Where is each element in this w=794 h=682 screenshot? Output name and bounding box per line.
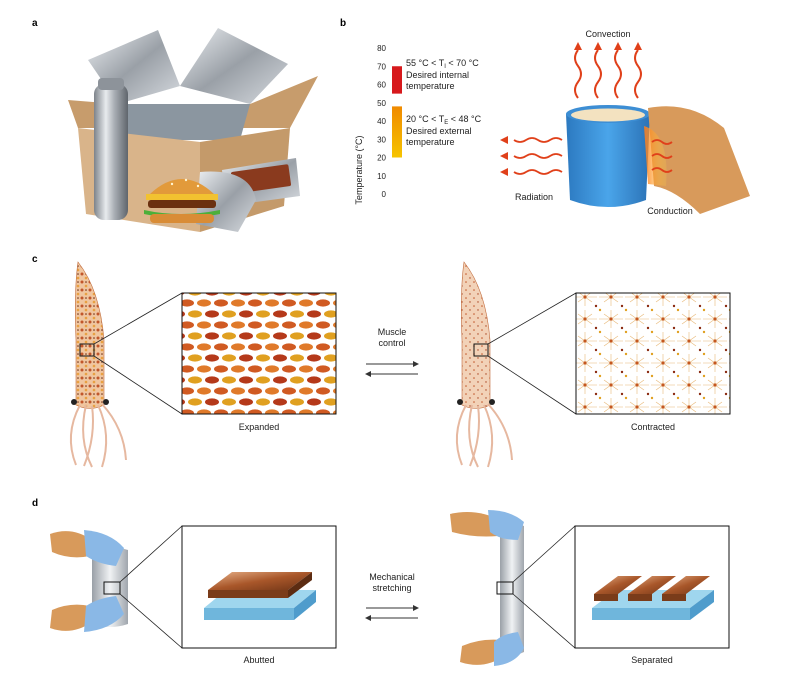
radiation-label: Radiation xyxy=(515,192,553,202)
temperature-scale: Temperature (°C) 0 10 20 30 40 50 60 70 80 55 °C… xyxy=(354,44,482,205)
temperature-tick-label: 30 xyxy=(377,135,386,144)
temperature-tick-label: 0 xyxy=(382,190,387,199)
burger-bun-top xyxy=(150,179,214,194)
mug-illustration: Convection Conduction Radiation xyxy=(500,29,750,216)
muscle-control-line2: control xyxy=(378,338,405,348)
internal-desc-line1: Desired internal xyxy=(406,70,469,80)
separated-structure xyxy=(592,576,714,620)
expanded-caption: Expanded xyxy=(239,422,280,432)
abutted-caption: Abutted xyxy=(243,655,274,665)
temperature-tick-label: 20 xyxy=(377,154,386,163)
radiation-waves xyxy=(513,137,563,175)
abutted-structure xyxy=(204,572,316,620)
mechanical-stretching-line2: stretching xyxy=(372,583,411,593)
temperature-tick-label: 80 xyxy=(377,44,386,53)
separated-caption: Separated xyxy=(631,655,673,665)
zoom-line xyxy=(119,525,183,583)
external-range-bar xyxy=(392,106,402,158)
conduction-waves xyxy=(651,139,673,173)
burger-patty xyxy=(148,200,216,208)
expanded-chromatophores-inset xyxy=(181,292,337,415)
temperature-axis-label: Temperature (°C) xyxy=(354,135,364,204)
contracted-chromatophores-inset xyxy=(575,292,731,415)
internal-range-bar xyxy=(392,66,402,94)
zoom-line xyxy=(93,292,183,345)
thermos-cap xyxy=(98,78,124,90)
internal-range-text: 55 °C < TI < 70 °C xyxy=(406,58,479,70)
muscle-control-line1: Muscle xyxy=(378,327,407,337)
squid-expanded xyxy=(69,261,127,468)
temperature-tick-label: 70 xyxy=(377,62,386,71)
panel-label-d: d xyxy=(32,498,38,509)
mechanical-stretching-line1: Mechanical xyxy=(369,572,415,582)
zoom-line xyxy=(487,355,577,415)
temperature-tick-label: 40 xyxy=(377,117,386,126)
external-desc-line1: Desired external xyxy=(406,126,472,136)
external-range-text: 20 °C < TE < 48 °C xyxy=(406,114,482,126)
burger-cheese xyxy=(146,194,218,200)
mug xyxy=(566,114,650,207)
contracted-caption: Contracted xyxy=(631,422,675,432)
device-separated xyxy=(450,510,524,666)
thermos xyxy=(94,84,128,220)
box-interior xyxy=(118,104,250,140)
conduction-label: Conduction xyxy=(647,206,693,216)
temperature-tick-label: 60 xyxy=(377,81,386,90)
temperature-ticks: 0 10 20 30 40 50 60 70 80 xyxy=(377,44,386,199)
zoom-line xyxy=(119,593,183,649)
squid-contracted xyxy=(455,261,513,468)
hand xyxy=(648,106,750,214)
panel-label-a: a xyxy=(32,18,38,29)
burger-bun-bottom xyxy=(150,214,214,223)
zoom-line xyxy=(487,292,577,345)
coffee xyxy=(571,108,645,122)
convection-waves xyxy=(574,49,642,99)
zoom-line xyxy=(512,525,576,583)
zoom-line xyxy=(512,593,576,649)
panel-label-b: b xyxy=(340,18,346,29)
external-desc-line2: temperature xyxy=(406,137,455,147)
panel-label-c: c xyxy=(32,254,38,265)
internal-desc-line2: temperature xyxy=(406,81,455,91)
temperature-tick-label: 50 xyxy=(377,99,386,108)
temperature-tick-label: 10 xyxy=(377,172,386,181)
zoom-line xyxy=(93,355,183,415)
box-flap-right xyxy=(180,28,288,104)
convection-label: Convection xyxy=(585,29,630,39)
panel-a-illustration xyxy=(68,28,318,232)
conduction-glow xyxy=(644,126,667,186)
device-abutted xyxy=(50,530,128,632)
